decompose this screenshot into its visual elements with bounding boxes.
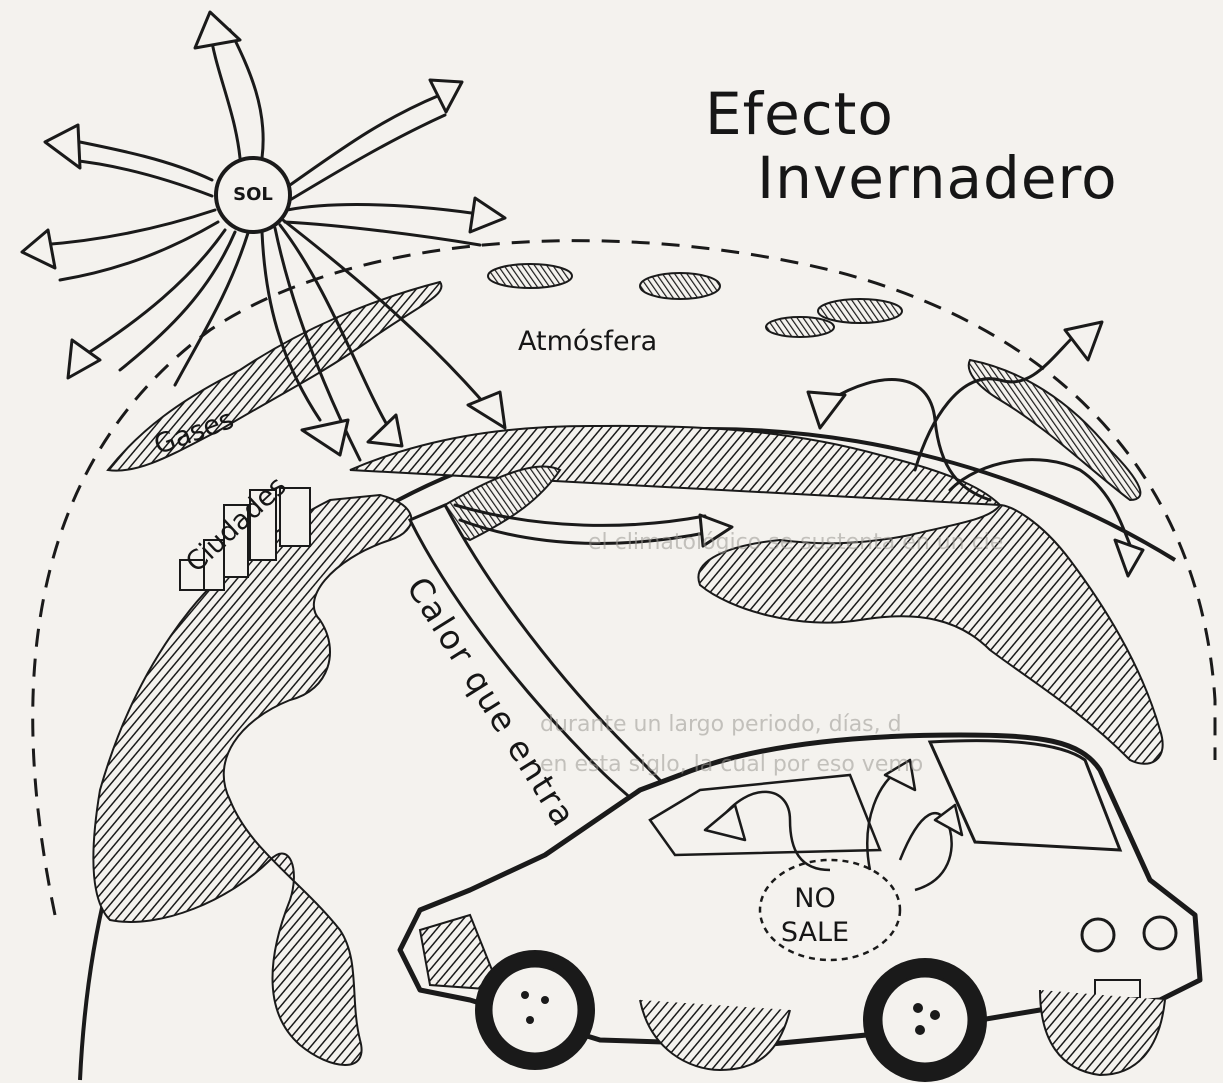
gas-cloud-band xyxy=(106,280,443,472)
headlight-1 xyxy=(1080,917,1116,953)
cloud-4 xyxy=(765,316,835,338)
trapped-heat-circle xyxy=(758,858,902,962)
city-buildings xyxy=(179,487,311,591)
continent-americas xyxy=(92,493,413,1066)
heat-arrow-right xyxy=(458,518,712,545)
background-text-line-1: el climatológico se sustenta en un cie xyxy=(588,530,1004,555)
sun-label: SOL xyxy=(233,184,273,205)
cloud-2 xyxy=(639,272,721,300)
reflect-arrow-3 xyxy=(948,458,1132,547)
no-sale-line-1: NO xyxy=(794,883,836,914)
reflect-arrow-2 xyxy=(913,333,1077,472)
continent-north xyxy=(349,424,1164,765)
headlight-2 xyxy=(1142,915,1178,951)
atmosphere-dome xyxy=(31,239,1217,916)
cloud-3 xyxy=(817,298,903,324)
title-line-2: Invernadero xyxy=(757,144,1118,212)
background-text-line-2: durante un largo periodo, días, d xyxy=(540,712,902,737)
diagram-title: Efecto Invernadero xyxy=(705,82,1125,210)
sun-icon xyxy=(20,10,507,462)
no-sale-line-2: SALE xyxy=(780,917,850,948)
cloud-1 xyxy=(487,263,573,289)
cloud-5 xyxy=(967,358,1142,502)
no-sale-label: NO SALE xyxy=(770,882,860,950)
car-wheel-front xyxy=(863,958,987,1082)
title-line-1: Efecto xyxy=(705,80,894,148)
car-illustration xyxy=(397,732,1203,1082)
atmosphere-label: Atmósfera xyxy=(518,326,658,357)
car-wheel-rear xyxy=(475,950,595,1070)
background-text-line-3: en esta siglo, la cual por eso vemo xyxy=(540,752,924,777)
